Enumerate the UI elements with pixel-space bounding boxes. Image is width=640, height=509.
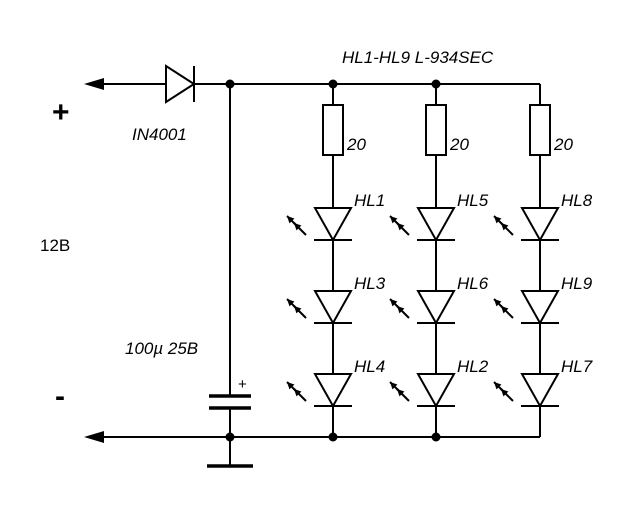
emission-arrow-icon	[396, 388, 410, 402]
led-label: HL8	[561, 191, 593, 210]
top-rail	[84, 78, 540, 90]
emission-arrow-icon	[500, 222, 514, 236]
emission-arrow-icon	[500, 388, 514, 402]
led-label: HL7	[561, 357, 593, 376]
light-emission-arrows	[286, 215, 514, 402]
output-arrow-icon	[84, 431, 104, 443]
led-hl7	[520, 373, 560, 409]
diode-symbol-icon	[165, 64, 196, 104]
emission-arrow-icon	[396, 222, 410, 236]
led-hl6	[416, 290, 456, 326]
led-column-3: 20 HL8 HL9 HL7	[520, 84, 593, 437]
led-label: HL9	[561, 274, 593, 293]
led-label: HL5	[457, 191, 489, 210]
emission-arrow-icon	[293, 222, 307, 236]
bottom-rail	[84, 431, 540, 443]
supply-voltage-label: 12B	[40, 236, 70, 255]
resistor-1-value: 20	[346, 135, 366, 154]
led-hl1	[313, 207, 353, 243]
emission-arrow-icon	[500, 305, 514, 319]
diode-in4001	[165, 64, 196, 104]
plus-terminal-label: +	[52, 96, 70, 129]
led-label: HL1	[354, 191, 385, 210]
capacitor-branch	[207, 84, 253, 468]
led-column-2: 20 HL5 HL6 HL2	[416, 84, 489, 437]
led-label: HL2	[457, 357, 489, 376]
led-label: HL3	[354, 274, 386, 293]
led-hl3	[313, 290, 353, 326]
led-label: HL4	[354, 357, 385, 376]
led-label: HL6	[457, 274, 489, 293]
emission-arrow-icon	[396, 305, 410, 319]
led-hl9	[520, 290, 560, 326]
led-hl4	[313, 373, 353, 409]
junction-dot	[225, 432, 235, 442]
resistor-2	[425, 104, 447, 156]
input-arrow-icon	[84, 78, 104, 90]
capacitor-polarity-mark: +	[238, 376, 247, 393]
schematic-title: HL1-HL9 L-934SEC	[342, 48, 494, 67]
led-hl2	[416, 373, 456, 409]
led-hl5	[416, 207, 456, 243]
junction-dot	[225, 79, 235, 89]
minus-terminal-label: -	[55, 380, 65, 413]
resistor-2-value: 20	[449, 135, 469, 154]
resistor-1	[322, 104, 344, 156]
emission-arrow-icon	[293, 388, 307, 402]
diode-label: IN4001	[132, 125, 187, 144]
capacitor-label: 100µ 25B	[125, 339, 198, 358]
led-column-1: 20 HL1 HL3 HL4	[313, 84, 386, 437]
emission-arrow-icon	[293, 305, 307, 319]
resistor-3	[529, 104, 551, 156]
resistor-3-value: 20	[553, 135, 573, 154]
led-hl8	[520, 207, 560, 243]
